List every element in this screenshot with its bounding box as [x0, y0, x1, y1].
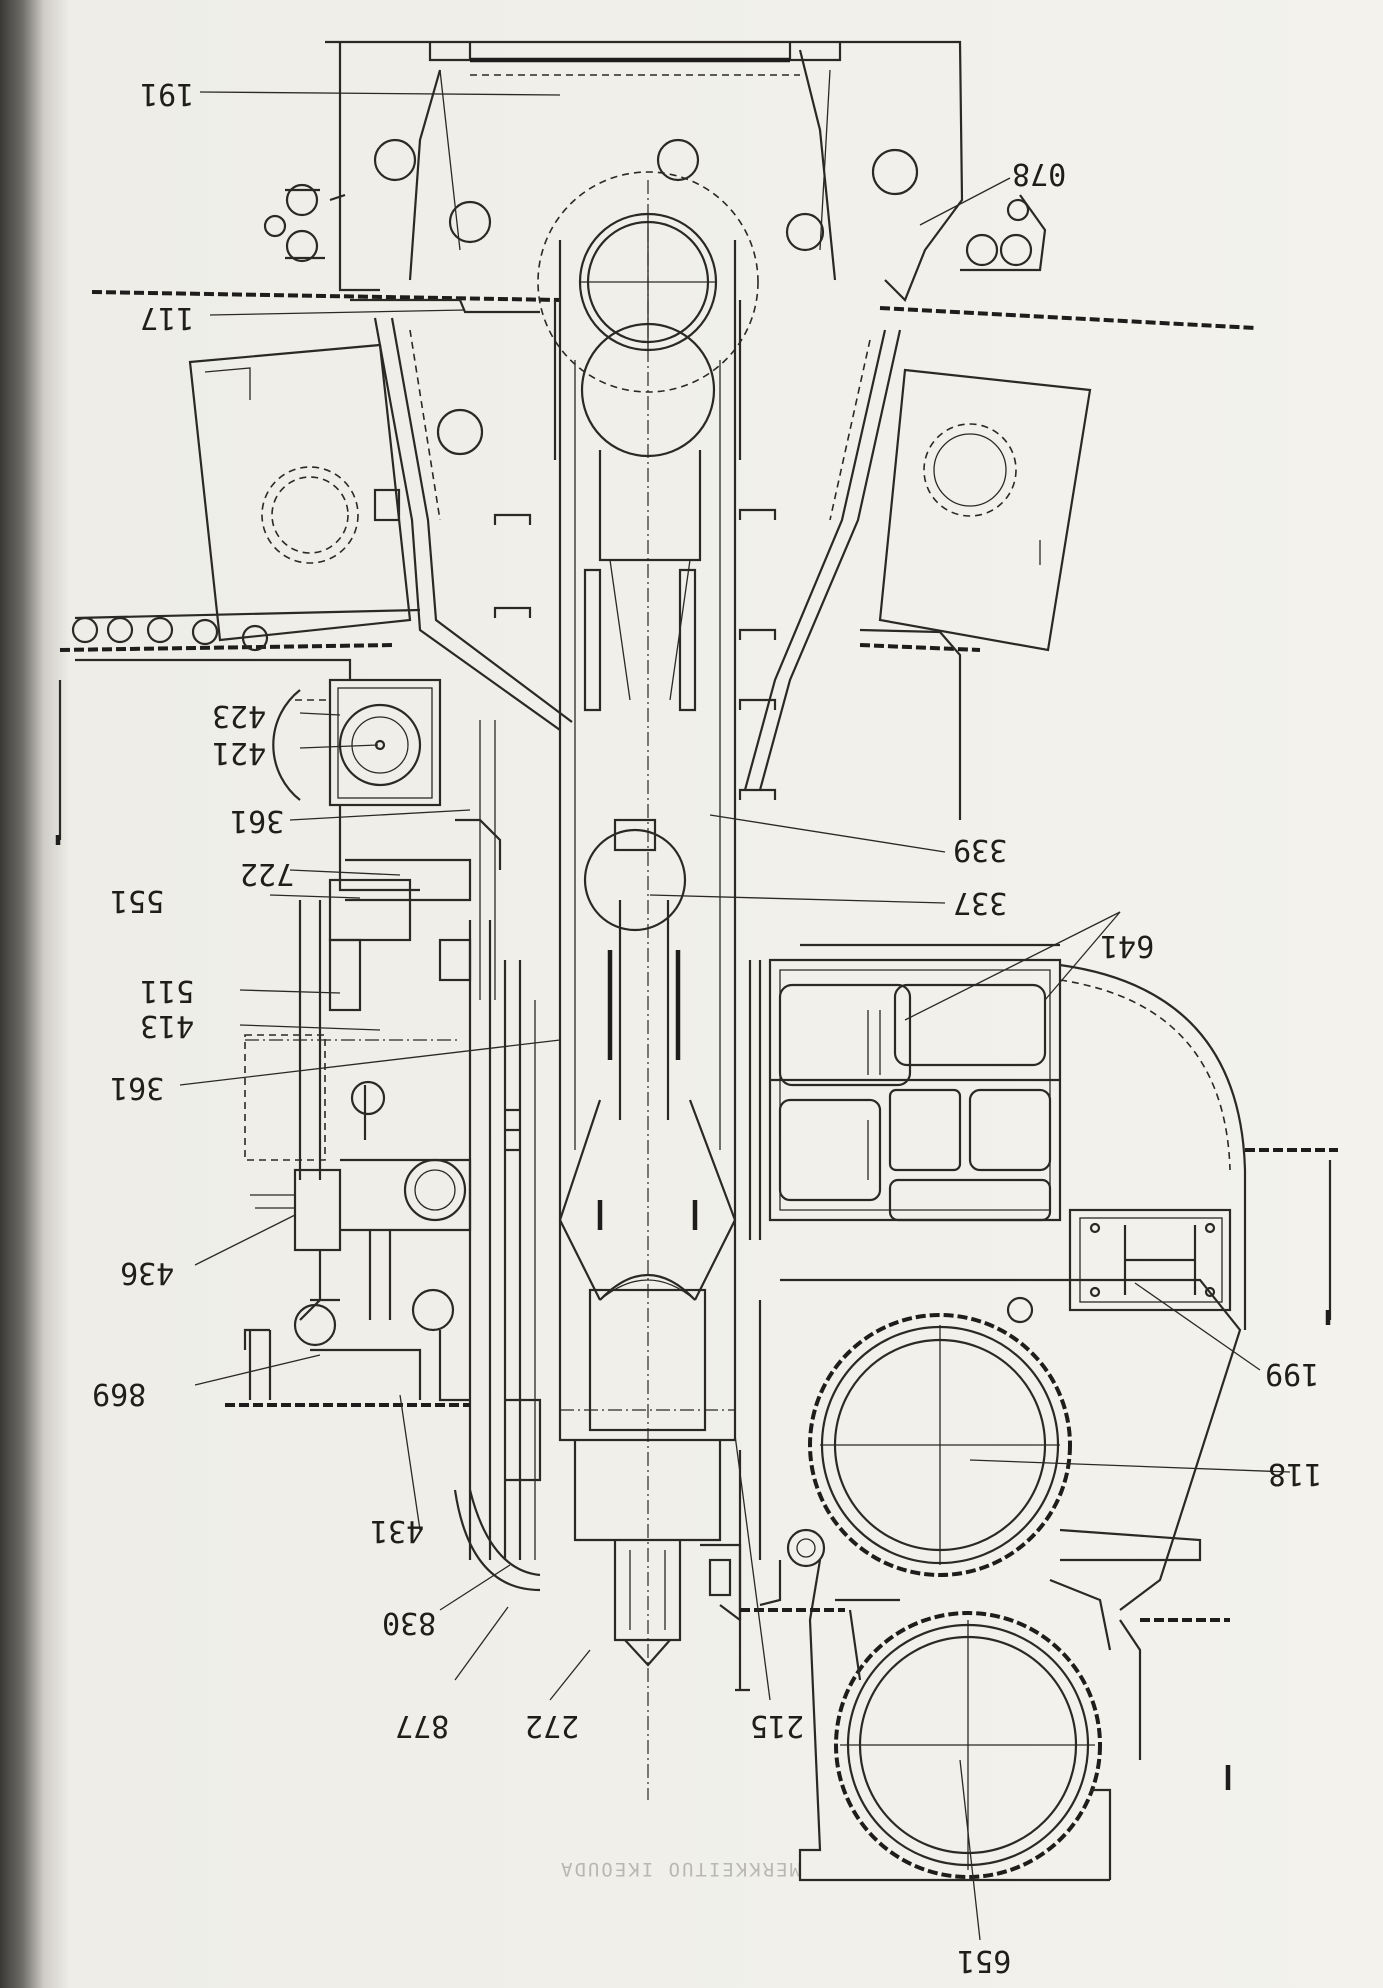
label-641: 641	[1100, 928, 1155, 963]
v-area-brackets	[493, 508, 777, 800]
label-361-upper: 361	[230, 803, 285, 838]
exhaust-651	[786, 1528, 1231, 1882]
label-421: 421	[212, 735, 267, 770]
right-auxiliary-block	[878, 368, 1092, 652]
right-middle-platform	[859, 643, 981, 652]
label-337: 337	[953, 885, 1008, 920]
label-869: 869	[92, 1376, 147, 1411]
left-mid-box	[244, 1034, 460, 1161]
lower-pipe	[719, 1450, 845, 1692]
label-423: 423	[212, 698, 267, 733]
turbocharger-118	[758, 1278, 1242, 1622]
bleed-through-text-left	[90, 1410, 410, 1740]
lower-left-platform	[225, 1328, 541, 1592]
label-078: 078	[1012, 156, 1067, 191]
right-upper-rollers	[960, 194, 1047, 272]
label-413: 413	[140, 1008, 195, 1043]
upper-floor-right	[879, 306, 1256, 330]
right-compartment	[748, 943, 1062, 1240]
label-722: 722	[240, 856, 295, 891]
left-upper-rollers	[263, 183, 346, 263]
label-117: 117	[140, 300, 195, 335]
label-191: 191	[140, 76, 195, 111]
mirrored-caption: MERKKEITUO IKEOUDA	[559, 1858, 801, 1880]
upper-cylinder-heads	[537, 171, 759, 701]
bleed-through-text-right	[1060, 560, 1380, 820]
right-curved-housing	[1059, 963, 1338, 1330]
left-lower-liners	[411, 920, 542, 1560]
left-middle-platform	[55, 608, 421, 845]
label-361-lower: 361	[110, 1070, 165, 1105]
junction-box-199	[1068, 1208, 1232, 1312]
left-auxiliary-block	[188, 343, 412, 642]
upper-floor	[91, 290, 561, 302]
fuel-pump-436	[250, 1158, 472, 1347]
top-casing	[325, 40, 964, 456]
label-199: 199	[1265, 1356, 1320, 1391]
v-block-walls	[373, 180, 902, 1800]
label-436: 436	[120, 1255, 175, 1290]
label-215: 215	[750, 1708, 805, 1743]
crankcase-bottom	[558, 1160, 742, 1667]
label-272: 272	[525, 1708, 580, 1743]
label-118: 118	[1268, 1456, 1323, 1491]
label-511: 511	[140, 973, 195, 1008]
connecting-rod-top	[558, 818, 737, 1301]
label-651: 651	[957, 1943, 1012, 1978]
label-339: 339	[953, 832, 1008, 867]
leader-lines	[179, 91, 1291, 1941]
label-551: 551	[110, 883, 165, 918]
governor-unit	[272, 678, 442, 892]
